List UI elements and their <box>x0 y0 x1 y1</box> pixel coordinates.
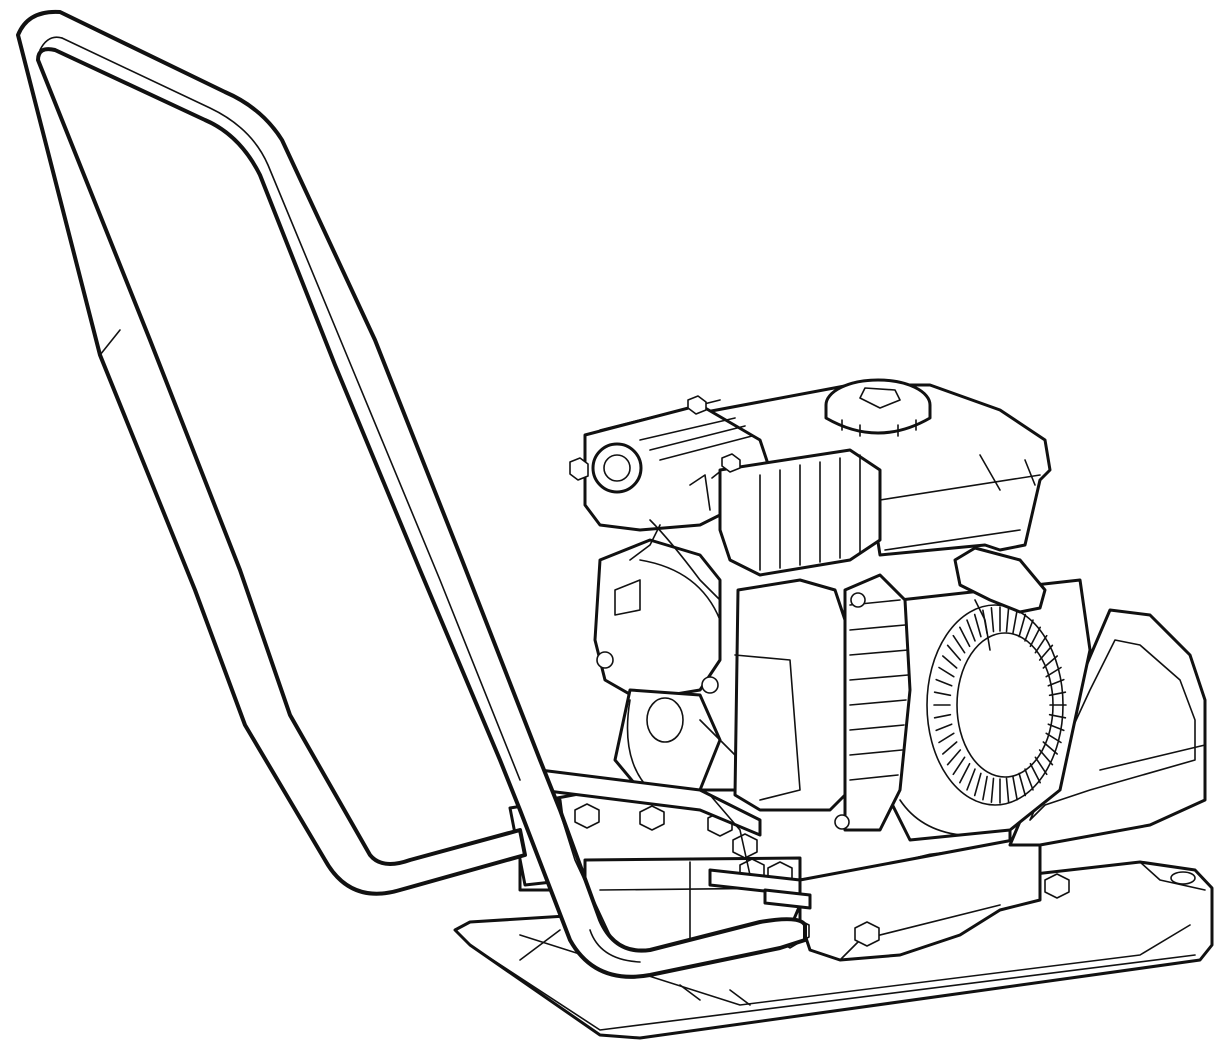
carburetor <box>593 519 741 792</box>
starter-fin <box>1042 741 1058 755</box>
starter-fin <box>946 644 962 661</box>
starter-fin <box>938 666 955 678</box>
starter-fin <box>935 678 953 687</box>
starter-fin <box>1047 678 1065 687</box>
starter-fin <box>1018 772 1027 797</box>
starter-fin <box>1012 775 1018 801</box>
starter-fin <box>1005 606 1010 633</box>
starter-fin <box>938 732 955 744</box>
starter-fin <box>1024 619 1034 642</box>
starter-fin <box>1042 655 1058 669</box>
starter-handle <box>953 546 1047 651</box>
starter-fin <box>1029 626 1041 648</box>
starter-fin <box>1034 634 1048 654</box>
starter-fin <box>990 777 995 804</box>
starter-fin <box>1048 691 1067 697</box>
starter-fin <box>1038 644 1054 661</box>
starter-fin <box>1045 732 1062 744</box>
starter-fin <box>1018 613 1027 638</box>
starter-fin <box>941 655 958 669</box>
starter-fin <box>973 772 982 797</box>
starter-fin <box>1047 723 1065 732</box>
handle-bar <box>16 9 807 979</box>
starter-fin <box>935 723 953 732</box>
starter-fin <box>973 613 982 638</box>
starter-fin <box>1024 768 1034 791</box>
starter-fin <box>958 762 971 784</box>
starter-fin <box>966 768 976 791</box>
starter-fin <box>952 756 966 776</box>
starter-fin <box>982 775 988 801</box>
starter-fin <box>1012 609 1018 635</box>
starter-fin <box>941 741 958 755</box>
engine-block <box>834 573 961 836</box>
air-filter <box>733 578 847 812</box>
starter-fin <box>1029 762 1041 784</box>
fuel-cap <box>824 378 932 437</box>
starter-fin <box>933 691 952 697</box>
recoil-starter <box>878 578 1092 842</box>
starter-fin <box>1034 756 1048 776</box>
starter-fins <box>933 606 1067 804</box>
starter-fin <box>990 606 995 633</box>
starter-fin <box>958 626 971 648</box>
cylinder-head <box>718 448 882 577</box>
starter-fin <box>1038 749 1054 766</box>
starter-fin <box>933 713 952 719</box>
starter-fin <box>952 634 966 654</box>
starter-fin <box>1005 777 1010 804</box>
starter-fin <box>1045 666 1062 678</box>
starter-fin <box>946 749 962 766</box>
starter-fin <box>966 619 976 642</box>
starter-fin <box>1048 713 1067 719</box>
